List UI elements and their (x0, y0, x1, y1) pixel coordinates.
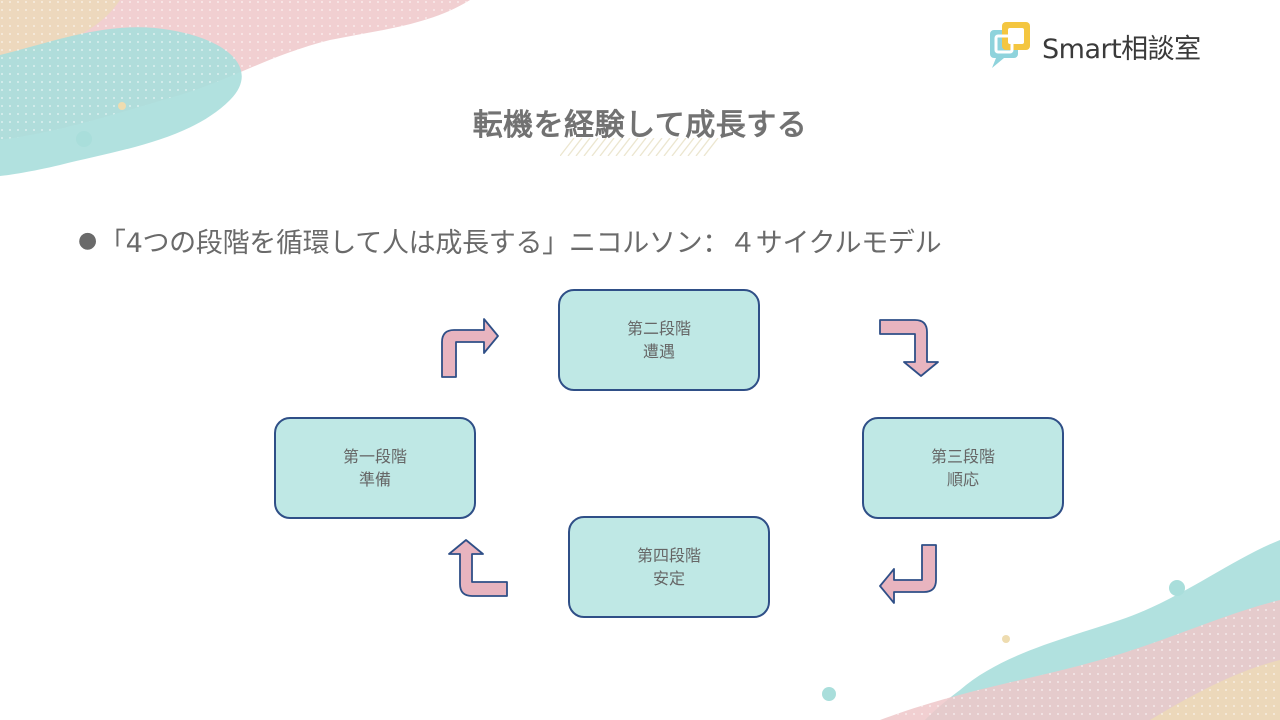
stage-3-name: 順応 (947, 468, 979, 491)
logo-mark-icon (986, 20, 1034, 72)
arrow-stage4-to-stage1-icon (446, 536, 510, 600)
arrow-stage1-to-stage2-icon (438, 316, 502, 380)
stage-box-1: 第一段階 準備 (274, 417, 476, 519)
stage-box-2: 第二段階 遭遇 (558, 289, 760, 391)
bullet-point: ● 「4つの段階を循環して人は成長する」ニコルソン：４サイクルモデル (78, 220, 941, 260)
brand-logo[interactable]: Smart相談室 (986, 18, 1201, 74)
stage-4-label: 第四段階 (637, 544, 701, 567)
stage-4-name: 安定 (653, 567, 685, 590)
stage-1-label: 第一段階 (343, 445, 407, 468)
stage-2-label: 第二段階 (627, 317, 691, 340)
stage-1-name: 準備 (359, 468, 391, 491)
bullet-marker: ● (78, 228, 97, 253)
brand-name: Smart相談室 (1042, 27, 1201, 66)
stage-3-label: 第三段階 (931, 445, 995, 468)
stage-box-4: 第四段階 安定 (568, 516, 770, 618)
stage-2-name: 遭遇 (643, 340, 675, 363)
stage-box-3: 第三段階 順応 (862, 417, 1064, 519)
title-underline-decoration (560, 138, 720, 156)
arrow-stage2-to-stage3-icon (877, 316, 941, 380)
arrow-stage3-to-stage4-icon (878, 542, 942, 606)
bullet-text: 「4つの段階を循環して人は成長する」ニコルソン：４サイクルモデル (99, 221, 941, 260)
